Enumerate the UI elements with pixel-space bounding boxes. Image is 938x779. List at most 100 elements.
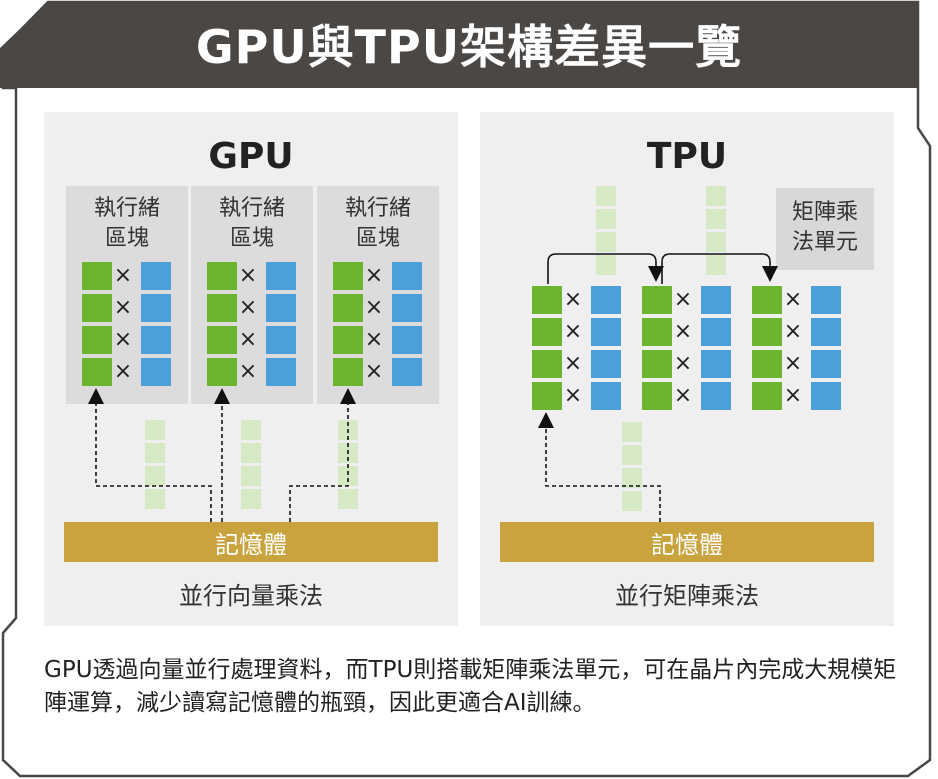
matrix-cell-green (532, 382, 562, 410)
multiply-symbol: × (238, 359, 258, 384)
matrix-cell-green (642, 318, 672, 346)
matrix-cell-blue (811, 350, 841, 378)
matrix-cell-blue (701, 286, 731, 314)
matrix-cell-green (752, 350, 782, 378)
data-stream-cell (706, 186, 726, 206)
data-stream-cell (596, 209, 616, 229)
vector-cell-green (82, 358, 112, 386)
multiply-symbol: × (113, 327, 133, 352)
vector-cell-blue (141, 358, 171, 386)
vector-cell-green (333, 358, 363, 386)
gpu-data-flow-arrows (88, 388, 356, 522)
matrix-cell-blue (701, 350, 731, 378)
data-stream-cell (622, 422, 642, 442)
matrix-cell-blue (701, 318, 731, 346)
vector-cell-green (333, 294, 363, 322)
matrix-cell-green (752, 382, 782, 410)
vector-cell-green (82, 326, 112, 354)
multiply-symbol: × (364, 359, 384, 384)
vector-cell-blue (392, 294, 422, 322)
data-stream-cell (338, 489, 358, 509)
matrix-cell-green (532, 286, 562, 314)
data-stream-cell (706, 232, 726, 252)
matrix-cell-green (642, 382, 672, 410)
tpu-panel: TPU 矩陣乘 法單元 × × × × × × × × × × × × 記憶體 並行矩陣乘法 (480, 112, 894, 626)
data-stream-cell (622, 445, 642, 465)
matrix-cell-blue (591, 318, 621, 346)
data-stream-cell (596, 186, 616, 206)
multiply-symbol: × (673, 287, 693, 312)
tpu-caption: 並行矩陣乘法 (615, 582, 759, 610)
multiply-symbol: × (238, 263, 258, 288)
multiply-symbol: × (238, 295, 258, 320)
matrix-cell-green (752, 286, 782, 314)
multiply-symbol: × (238, 327, 258, 352)
thread-block-label: 執行緒 區塊 (344, 196, 411, 251)
vector-cell-blue (141, 262, 171, 290)
multiply-symbol: × (563, 287, 583, 312)
multiply-symbol: × (563, 319, 583, 344)
multiply-symbol: × (673, 319, 693, 344)
tpu-data-flow-arrows (538, 253, 778, 522)
vector-cell-blue (141, 294, 171, 322)
data-stream-cell (145, 443, 165, 463)
data-stream-cell (706, 209, 726, 229)
matrix-cell-blue (591, 286, 621, 314)
vector-cell-blue (141, 326, 171, 354)
vector-cell-blue (392, 358, 422, 386)
multiply-symbol: × (113, 295, 133, 320)
vector-cell-green (333, 262, 363, 290)
gpu-memory-bar: 記憶體 (64, 522, 438, 562)
vector-cell-blue (266, 358, 296, 386)
data-stream-cell (338, 466, 358, 486)
matrix-cell-green (532, 350, 562, 378)
multiply-symbol: × (113, 263, 133, 288)
vector-cell-green (333, 326, 363, 354)
data-stream-cell (241, 420, 261, 440)
data-stream-cell (241, 466, 261, 486)
multiply-symbol: × (364, 327, 384, 352)
multiply-symbol: × (783, 351, 803, 376)
vector-cell-blue (392, 262, 422, 290)
matrix-cell-blue (701, 382, 731, 410)
vector-cell-green (207, 326, 237, 354)
vector-cell-blue (266, 326, 296, 354)
multiply-symbol: × (364, 295, 384, 320)
vector-cell-green (207, 294, 237, 322)
data-stream-cell (596, 232, 616, 252)
page-title: GPU與TPU架構差異一覽 (195, 20, 743, 74)
vector-cell-green (82, 294, 112, 322)
matrix-cell-green (532, 318, 562, 346)
matrix-cell-green (642, 350, 672, 378)
multiply-symbol: × (673, 351, 693, 376)
multiply-symbol: × (783, 319, 803, 344)
multiply-symbol: × (783, 287, 803, 312)
data-stream-cell (241, 443, 261, 463)
vector-cell-blue (392, 326, 422, 354)
multiply-symbol: × (783, 383, 803, 408)
multiply-symbol: × (563, 383, 583, 408)
tpu-memory-bar: 記憶體 (500, 522, 874, 562)
matrix-unit-label: 矩陣乘 法單元 (776, 188, 874, 270)
gpu-title: GPU (208, 136, 294, 177)
data-stream-cell (145, 420, 165, 440)
tpu-title: TPU (646, 136, 728, 177)
data-stream-cell (145, 466, 165, 486)
multiply-symbol: × (673, 383, 693, 408)
matrix-cell-blue (811, 382, 841, 410)
matrix-cell-blue (591, 382, 621, 410)
multiply-symbol: × (563, 351, 583, 376)
multiply-symbol: × (364, 263, 384, 288)
thread-block-label: 執行緒 區塊 (93, 196, 160, 251)
data-stream-cell (622, 491, 642, 511)
data-stream-cell (145, 489, 165, 509)
data-stream-cell (706, 255, 726, 275)
vector-cell-green (207, 262, 237, 290)
matrix-cell-blue (591, 350, 621, 378)
multiply-symbol: × (113, 359, 133, 384)
data-stream-cell (622, 468, 642, 488)
gpu-panel: GPU 執行緒 區塊 執行緒 區塊 執行緒 區塊 ×××××××××××× 記憶… (44, 112, 458, 626)
matrix-cell-green (752, 318, 782, 346)
vector-cell-green (207, 358, 237, 386)
